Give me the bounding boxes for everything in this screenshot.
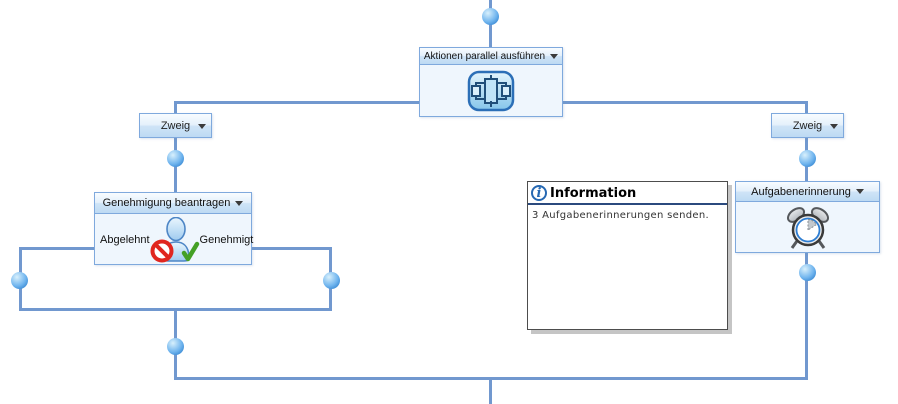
outcome-rejected-label: Abgelehnt (100, 233, 150, 246)
connector-line (251, 247, 332, 250)
connector-line (19, 247, 95, 250)
task-reminder-body (736, 202, 879, 253)
approval-shape[interactable]: Genehmigung beantragen Abgelehnt (94, 192, 254, 265)
parallel-actions-icon (467, 70, 515, 112)
approval-label: Genehmigung beantragen (102, 197, 231, 209)
chevron-down-icon[interactable] (198, 123, 206, 129)
info-icon: i (531, 185, 547, 201)
chevron-down-icon[interactable] (550, 53, 559, 59)
parallel-action-body (420, 65, 562, 117)
info-tooltip-header: i Information (528, 182, 727, 205)
branch-right-dropdown[interactable]: Zweig (771, 113, 844, 138)
chevron-down-icon[interactable] (830, 123, 838, 129)
task-reminder-label: Aufgabenerinnerung (751, 185, 851, 198)
approval-body: Abgelehnt Genehmigt (95, 214, 254, 265)
connector-line (561, 101, 808, 104)
connection-point[interactable] (799, 264, 816, 281)
connection-point[interactable] (799, 150, 816, 167)
branch-left-dropdown[interactable]: Zweig (139, 113, 212, 138)
info-tooltip-title: Information (550, 185, 637, 201)
chevron-down-icon[interactable] (855, 189, 864, 194)
parallel-action-header[interactable]: Aktionen parallel ausführen (420, 48, 562, 65)
info-tooltip: i Information 3 Aufgabenerinnerungen sen… (527, 181, 728, 330)
parallel-action-label: Aktionen parallel ausführen (423, 50, 546, 62)
connector-line (174, 101, 421, 104)
connector-line (805, 252, 808, 380)
connection-point[interactable] (167, 150, 184, 167)
branch-right-label: Zweig (792, 119, 823, 132)
chevron-down-icon[interactable] (235, 200, 244, 206)
parallel-action-shape[interactable]: Aktionen parallel ausführen (419, 47, 563, 117)
connector-line (174, 101, 177, 114)
connection-point[interactable] (323, 272, 340, 289)
task-reminder-shape[interactable]: Aufgabenerinnerung (735, 181, 880, 253)
connection-point[interactable] (11, 272, 28, 289)
connection-point[interactable] (167, 338, 184, 355)
connection-point[interactable] (482, 8, 499, 25)
connector-line (489, 377, 492, 404)
branch-left-label: Zweig (160, 119, 191, 132)
alarm-clock-icon (784, 206, 832, 250)
approval-person-icon (150, 216, 200, 263)
task-reminder-header[interactable]: Aufgabenerinnerung (736, 182, 879, 202)
info-tooltip-message: 3 Aufgabenerinnerungen senden. (532, 210, 709, 221)
approval-header[interactable]: Genehmigung beantragen (95, 193, 251, 214)
connector-line (805, 101, 808, 114)
outcome-approved-label: Genehmigt (199, 233, 254, 246)
